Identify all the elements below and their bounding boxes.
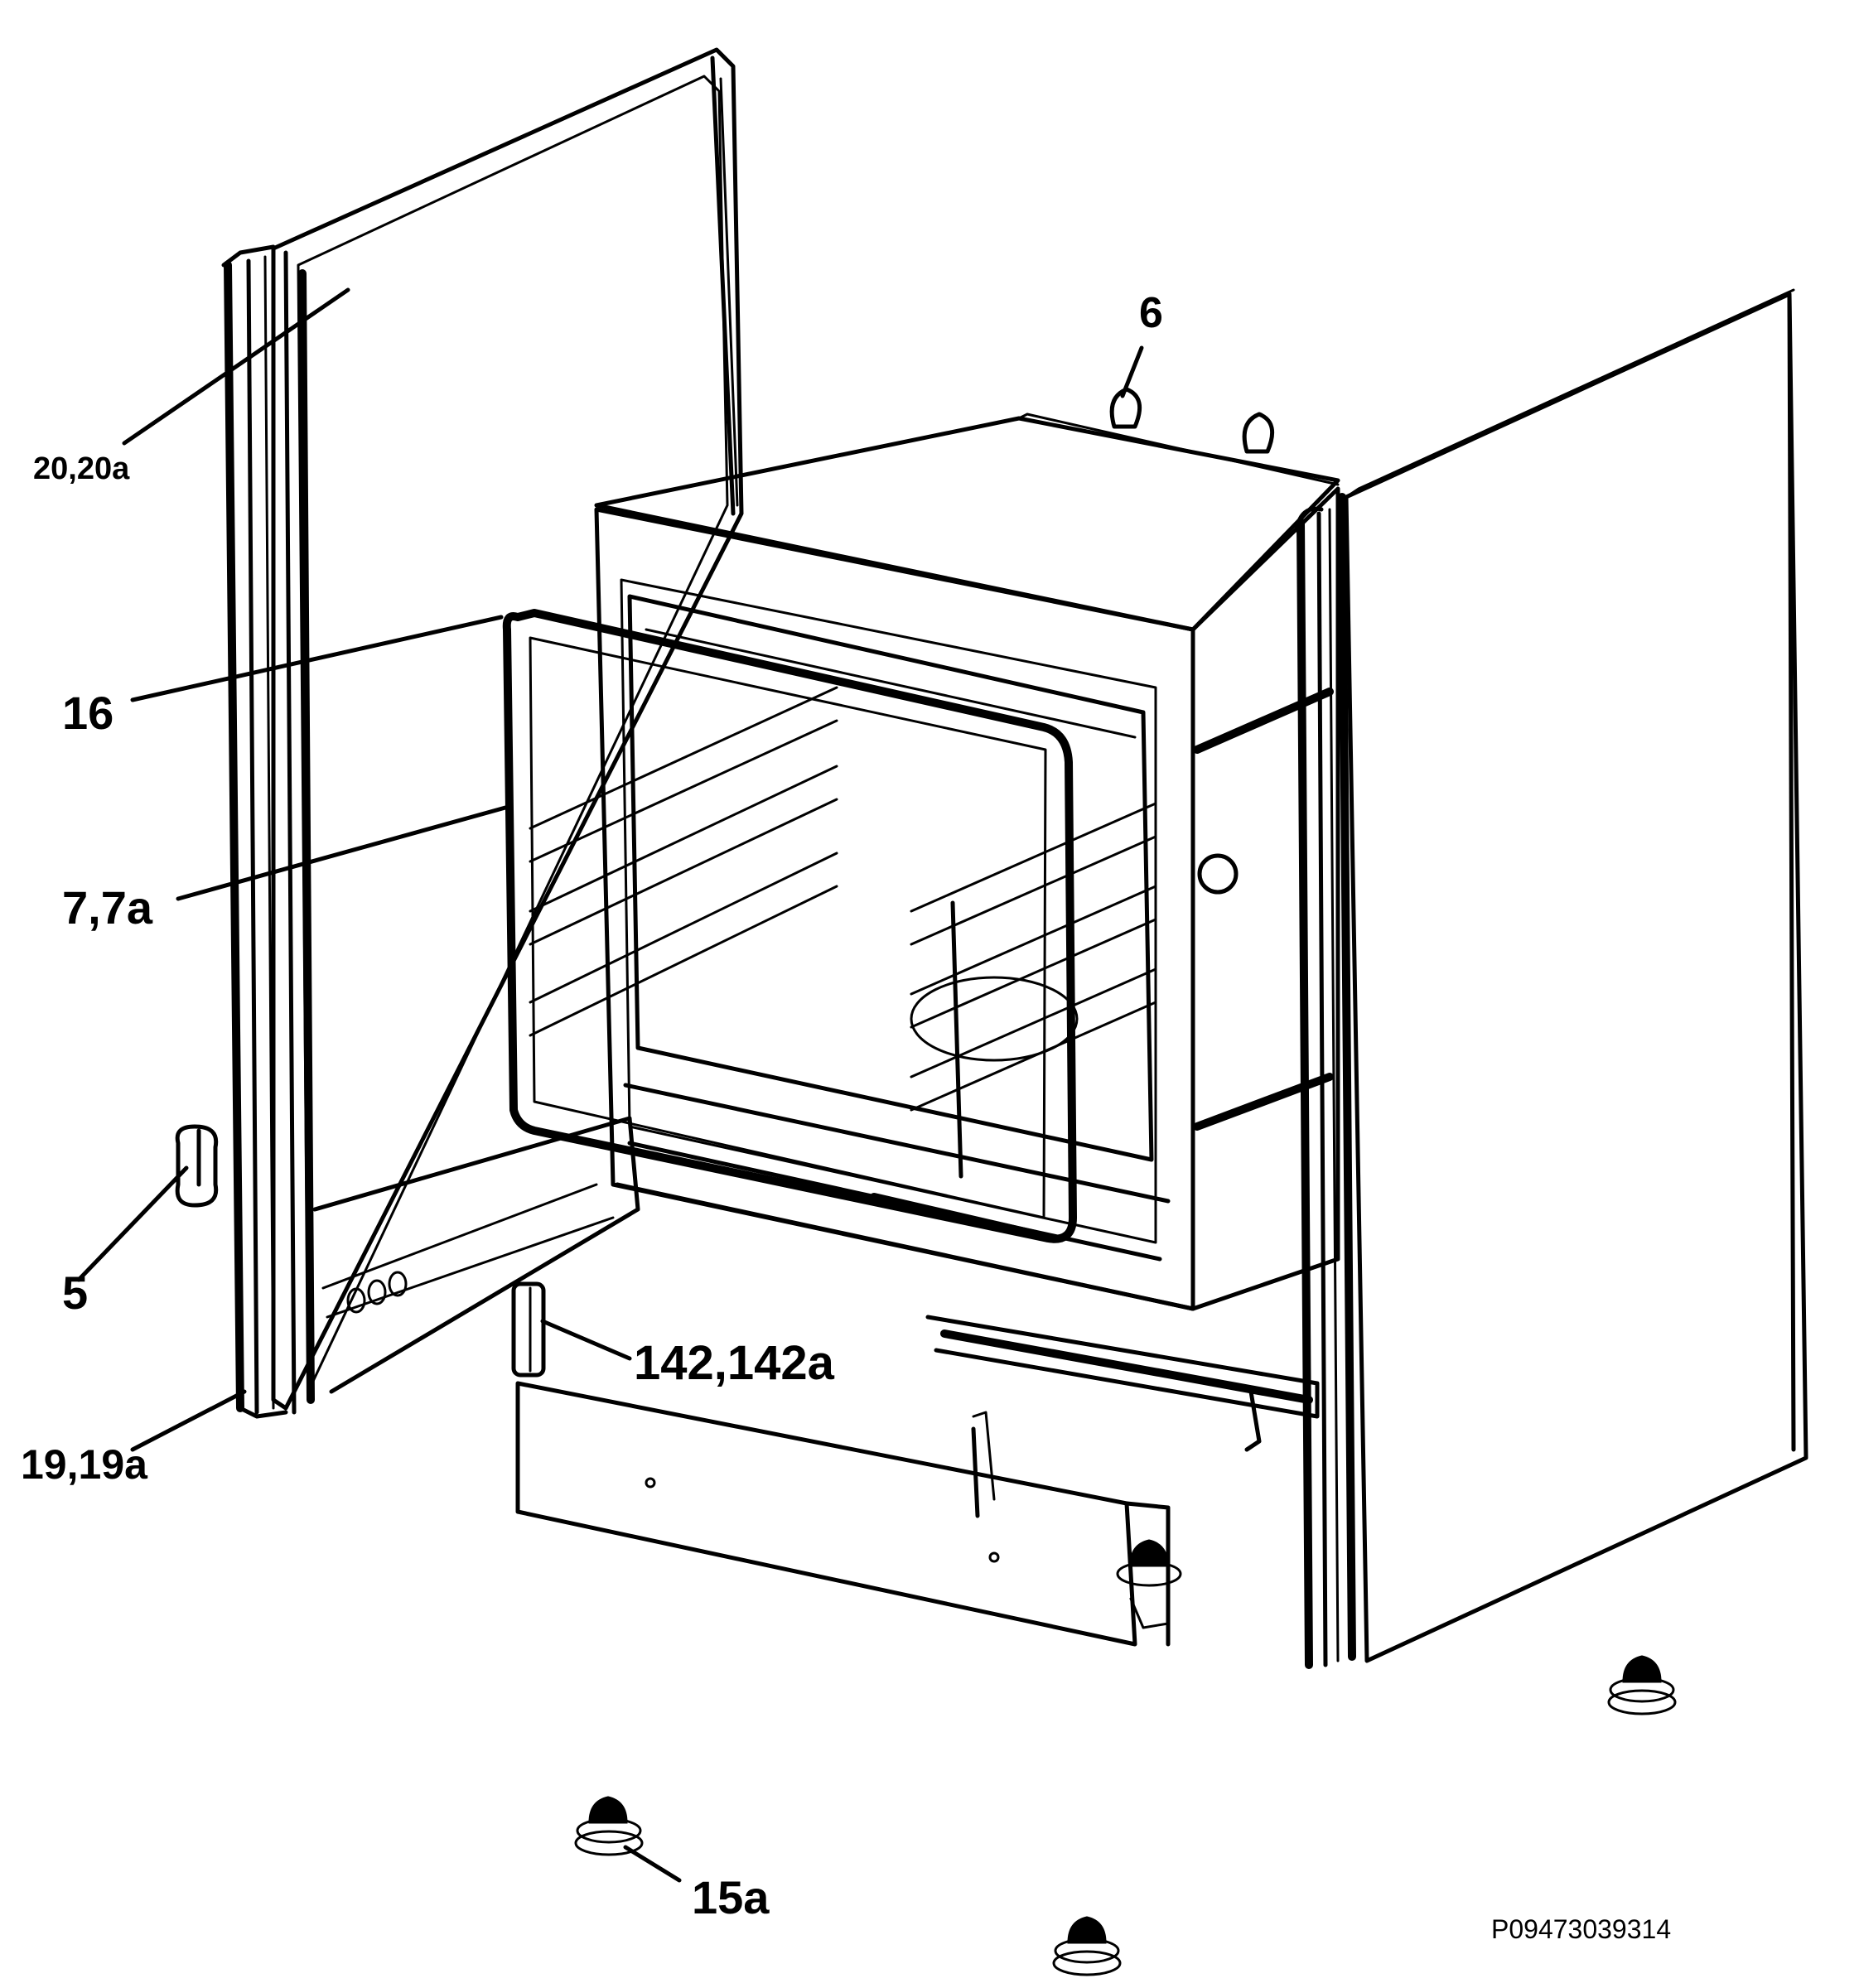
callout-7-7a: 7,7a — [62, 881, 153, 934]
door-panel — [221, 47, 744, 1419]
kick-plate — [511, 1281, 1320, 1647]
callout-142-142a: 142,142a — [634, 1336, 835, 1390]
callout-15a: 15a — [692, 1871, 770, 1923]
side-panel — [1294, 288, 1808, 1669]
foot-right — [1607, 1655, 1677, 1715]
drawing-code: P09473039314 — [1491, 1914, 1671, 1944]
leader-lines — [76, 287, 1144, 1883]
foot-kickplate — [1116, 1539, 1182, 1629]
door-gasket — [502, 609, 1077, 1243]
callout-16: 16 — [62, 687, 113, 739]
callout-6: 6 — [1139, 289, 1163, 337]
callout-20-20a: 20,20a — [33, 451, 130, 486]
foot-left — [574, 1796, 644, 1856]
clip-part — [175, 1124, 219, 1208]
foot-center — [1052, 1916, 1122, 1976]
callout-5: 5 — [62, 1267, 88, 1319]
callout-19-19a: 19,19a — [21, 1441, 148, 1488]
tub-assembly — [529, 387, 1340, 1311]
